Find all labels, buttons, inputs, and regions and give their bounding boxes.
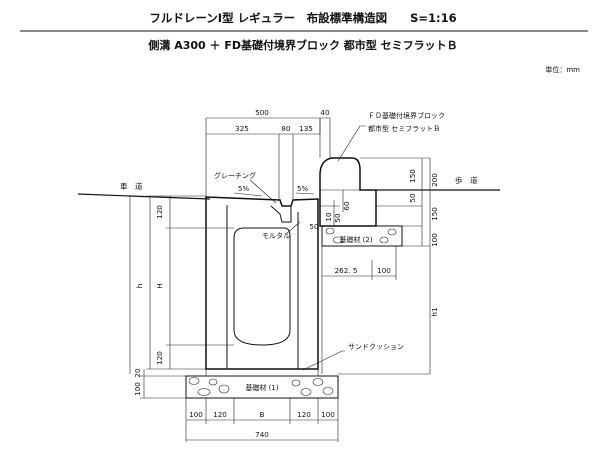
svg-text:120: 120 [155, 351, 164, 365]
curb-block-label-2: 都市型 セミフラットＢ [368, 124, 440, 133]
svg-text:20: 20 [133, 368, 142, 378]
grating-leader [249, 179, 277, 204]
svg-text:100: 100 [321, 410, 335, 419]
drawing-title: フルドレーンⅠ型 レギュラー 布設標準構造図 S=1:16 [149, 11, 456, 25]
sand-cushion-leader [302, 350, 345, 371]
roadway-surface-line [77, 193, 211, 200]
roadway-label: 車 道 [120, 181, 143, 191]
grating-label: グレーチング [214, 171, 256, 180]
svg-text:150: 150 [408, 169, 417, 183]
svg-text:100: 100 [133, 382, 142, 396]
svg-text:120: 120 [213, 410, 227, 419]
inner-dimensions: 262. 5 100 [322, 246, 397, 280]
svg-text:h: h [135, 284, 144, 289]
curb-block-label-1: ＦＤ基礎付境界ブロック [368, 111, 445, 120]
svg-text:120: 120 [155, 205, 164, 219]
bottom-dimensions: 100 120 B 120 100 740 [185, 398, 339, 442]
foundation-2-label: 基礎材 (2) [339, 235, 372, 244]
curb-block-leader [337, 125, 366, 162]
unit-label: 単位：mm [545, 65, 580, 74]
slope-left-label: 5% [238, 185, 249, 193]
svg-text:325: 325 [235, 124, 249, 133]
svg-text:740: 740 [255, 430, 269, 439]
slope-right-label: 5% [297, 185, 308, 193]
foundation-2-bed [321, 225, 403, 247]
gutter-channel [233, 227, 291, 346]
sand-cushion-label: サンドクッション [348, 343, 404, 351]
mortar-leader [285, 221, 301, 235]
svg-text:h1: h1 [430, 307, 439, 316]
foundation-1-label: 基礎材 (1) [245, 383, 278, 392]
left-dimensions: 120 H h 120 100 20 [133, 195, 234, 399]
mortar-label: モルタル [262, 231, 290, 240]
svg-text:B: B [260, 410, 265, 419]
middle-dimensions: 10 50 60 50 [309, 190, 351, 231]
svg-text:200: 200 [430, 173, 439, 187]
slope-right-arrow [295, 192, 315, 195]
top-dimensions: 500 40 325 80 135 [205, 108, 331, 200]
svg-text:H: H [155, 283, 164, 288]
svg-text:100: 100 [377, 266, 391, 275]
slope-left-arrow [233, 192, 263, 197]
foundation-1-gravel-pattern [188, 377, 334, 396]
right-dimensions: 150 200 50 150 100 h1 [338, 157, 439, 375]
svg-text:120: 120 [297, 410, 311, 419]
svg-text:40: 40 [320, 108, 330, 117]
svg-text:100: 100 [189, 410, 203, 419]
sidewalk-label: 歩 道 [455, 175, 478, 185]
gutter-body [205, 196, 319, 370]
foundation-2-gravel-pattern [325, 227, 397, 244]
svg-text:10: 10 [324, 212, 333, 222]
svg-text:262. 5: 262. 5 [335, 266, 358, 275]
svg-text:500: 500 [255, 108, 269, 117]
drawing-subtitle: 側溝 A300 ＋ FD基礎付境界ブロック 都市型 セミフラットＢ [147, 38, 457, 52]
grating-slot [270, 205, 292, 223]
svg-text:100: 100 [430, 233, 439, 247]
svg-text:80: 80 [281, 124, 291, 133]
svg-text:50: 50 [309, 222, 319, 231]
sand-cushion-layer [205, 368, 319, 377]
svg-text:50: 50 [333, 213, 342, 223]
curb-block [319, 157, 377, 227]
svg-text:60: 60 [342, 201, 351, 211]
svg-text:150: 150 [430, 207, 439, 221]
svg-text:135: 135 [299, 124, 313, 133]
svg-text:50: 50 [408, 193, 417, 203]
